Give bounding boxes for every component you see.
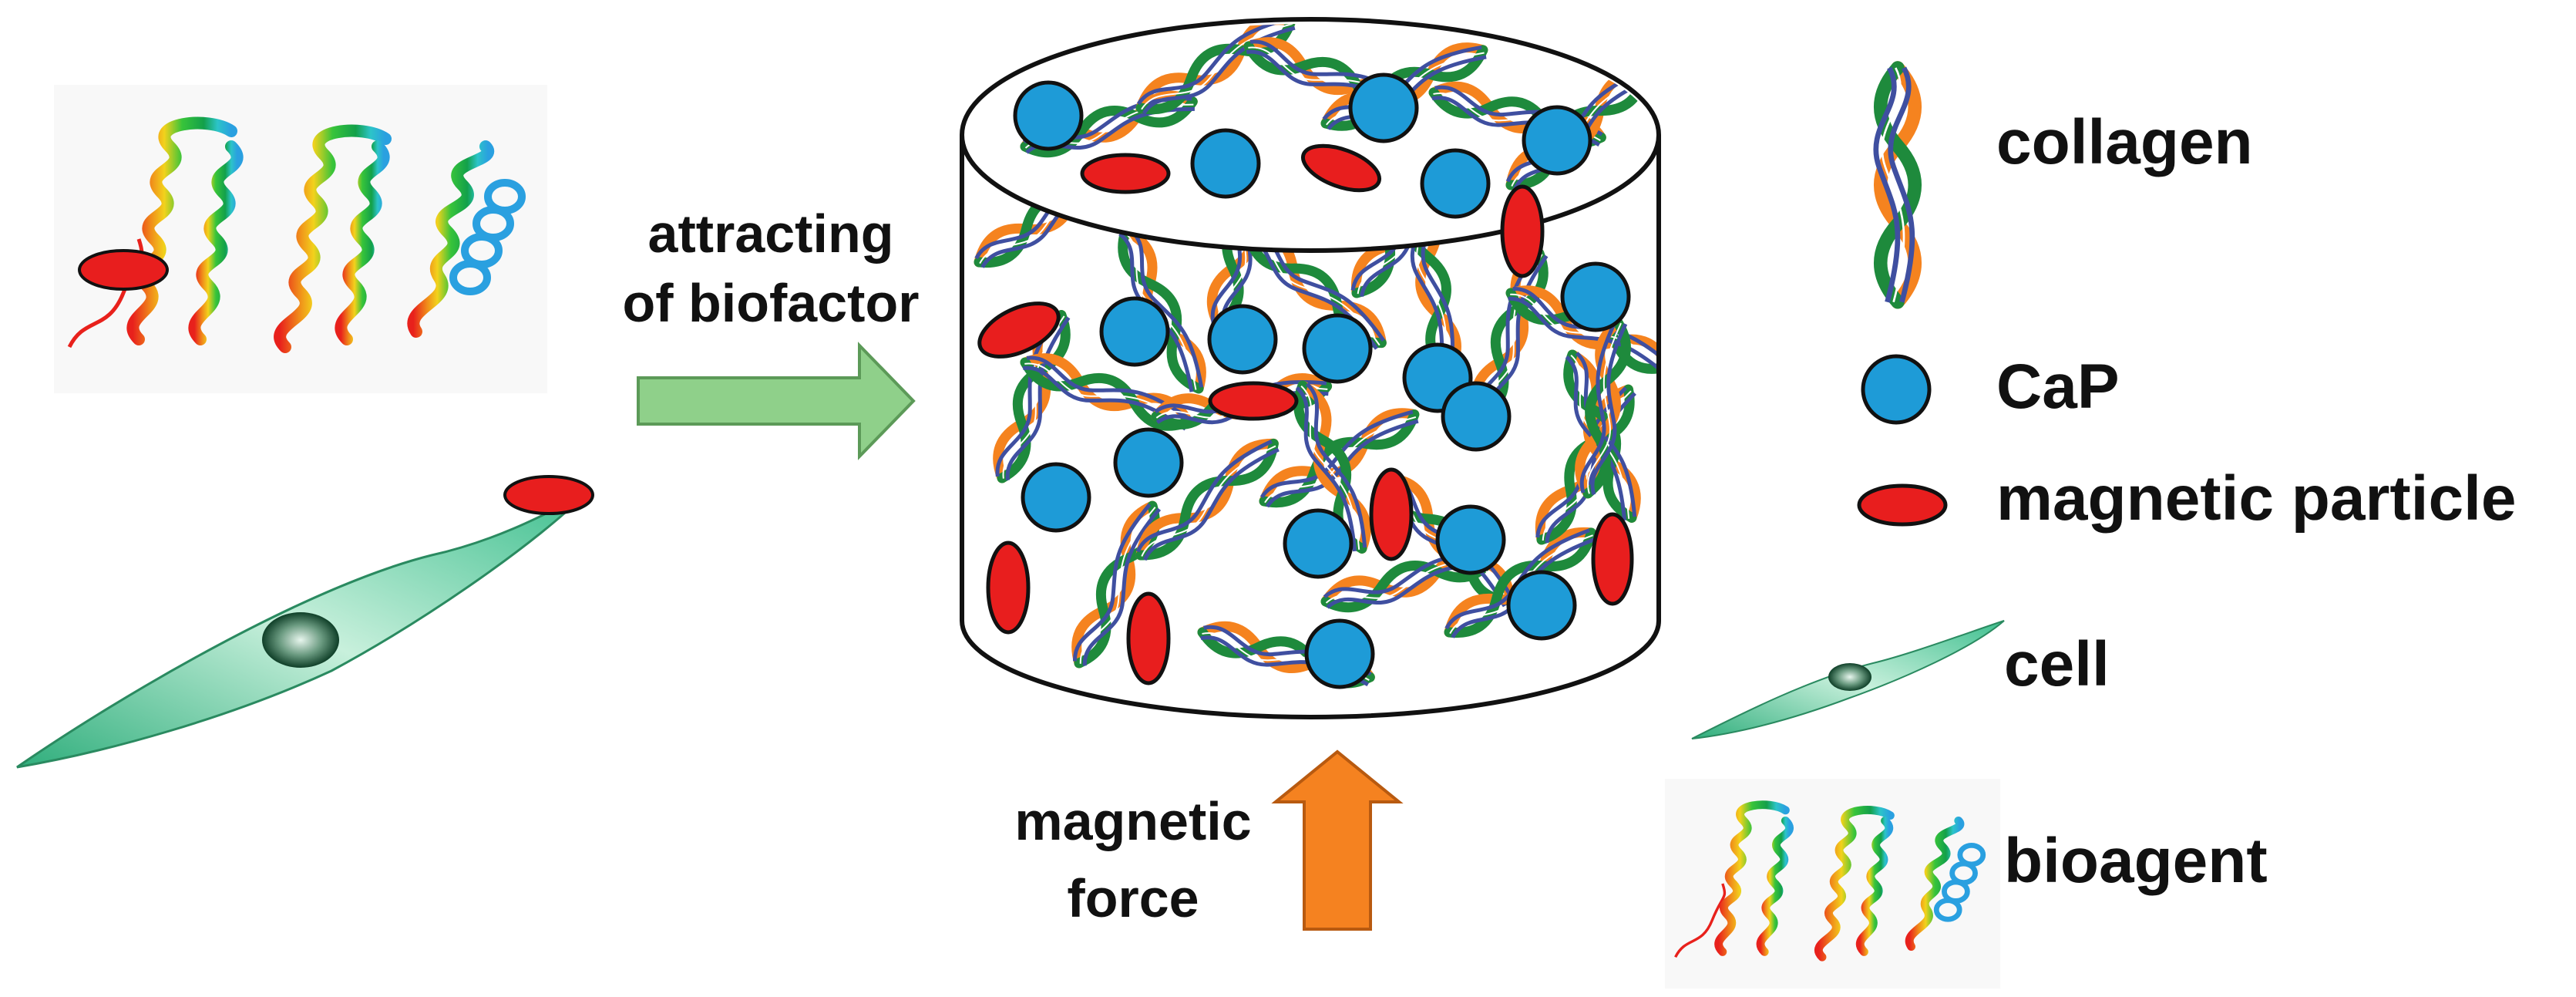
magnetic-particle-on-cell [503, 475, 594, 515]
cap-spheres [1013, 72, 1631, 689]
legend-label-cap: CaP [1996, 352, 2120, 422]
legend-label-collagen: collagen [1996, 107, 2253, 177]
protein-ribbon-icon [1665, 779, 2001, 989]
magnetic-force-label-line1: magnetic [1014, 791, 1252, 851]
magnetic-force-arrow [1271, 749, 1404, 931]
scaffold-cylinder [960, 17, 1661, 719]
attracting-label: attracting of biofactor [570, 199, 971, 338]
attracting-arrow [637, 342, 916, 460]
magnetic-force-label: magnetic force [979, 783, 1287, 937]
magnetic-particle-icon [1857, 483, 1948, 527]
cell-large [16, 492, 587, 769]
legend-label-cell: cell [2004, 629, 2110, 699]
legend-label-magnetic-particle: magnetic particle [1996, 463, 2517, 534]
legend-label-bioagent: bioagent [2004, 826, 2268, 896]
magnetic-particles [977, 143, 1634, 685]
collagen-helix-icon [1876, 68, 1915, 302]
cell-nucleus [262, 612, 339, 668]
magnetic-particle-topleft [78, 249, 169, 291]
attracting-label-line2: of biofactor [622, 273, 920, 333]
attracting-label-line1: attracting [647, 204, 894, 264]
bioagent-protein-illustration [54, 85, 547, 393]
cell-icon [1691, 620, 2005, 739]
magnetic-force-label-line2: force [1067, 868, 1199, 928]
cap-sphere-icon [1861, 354, 1932, 425]
